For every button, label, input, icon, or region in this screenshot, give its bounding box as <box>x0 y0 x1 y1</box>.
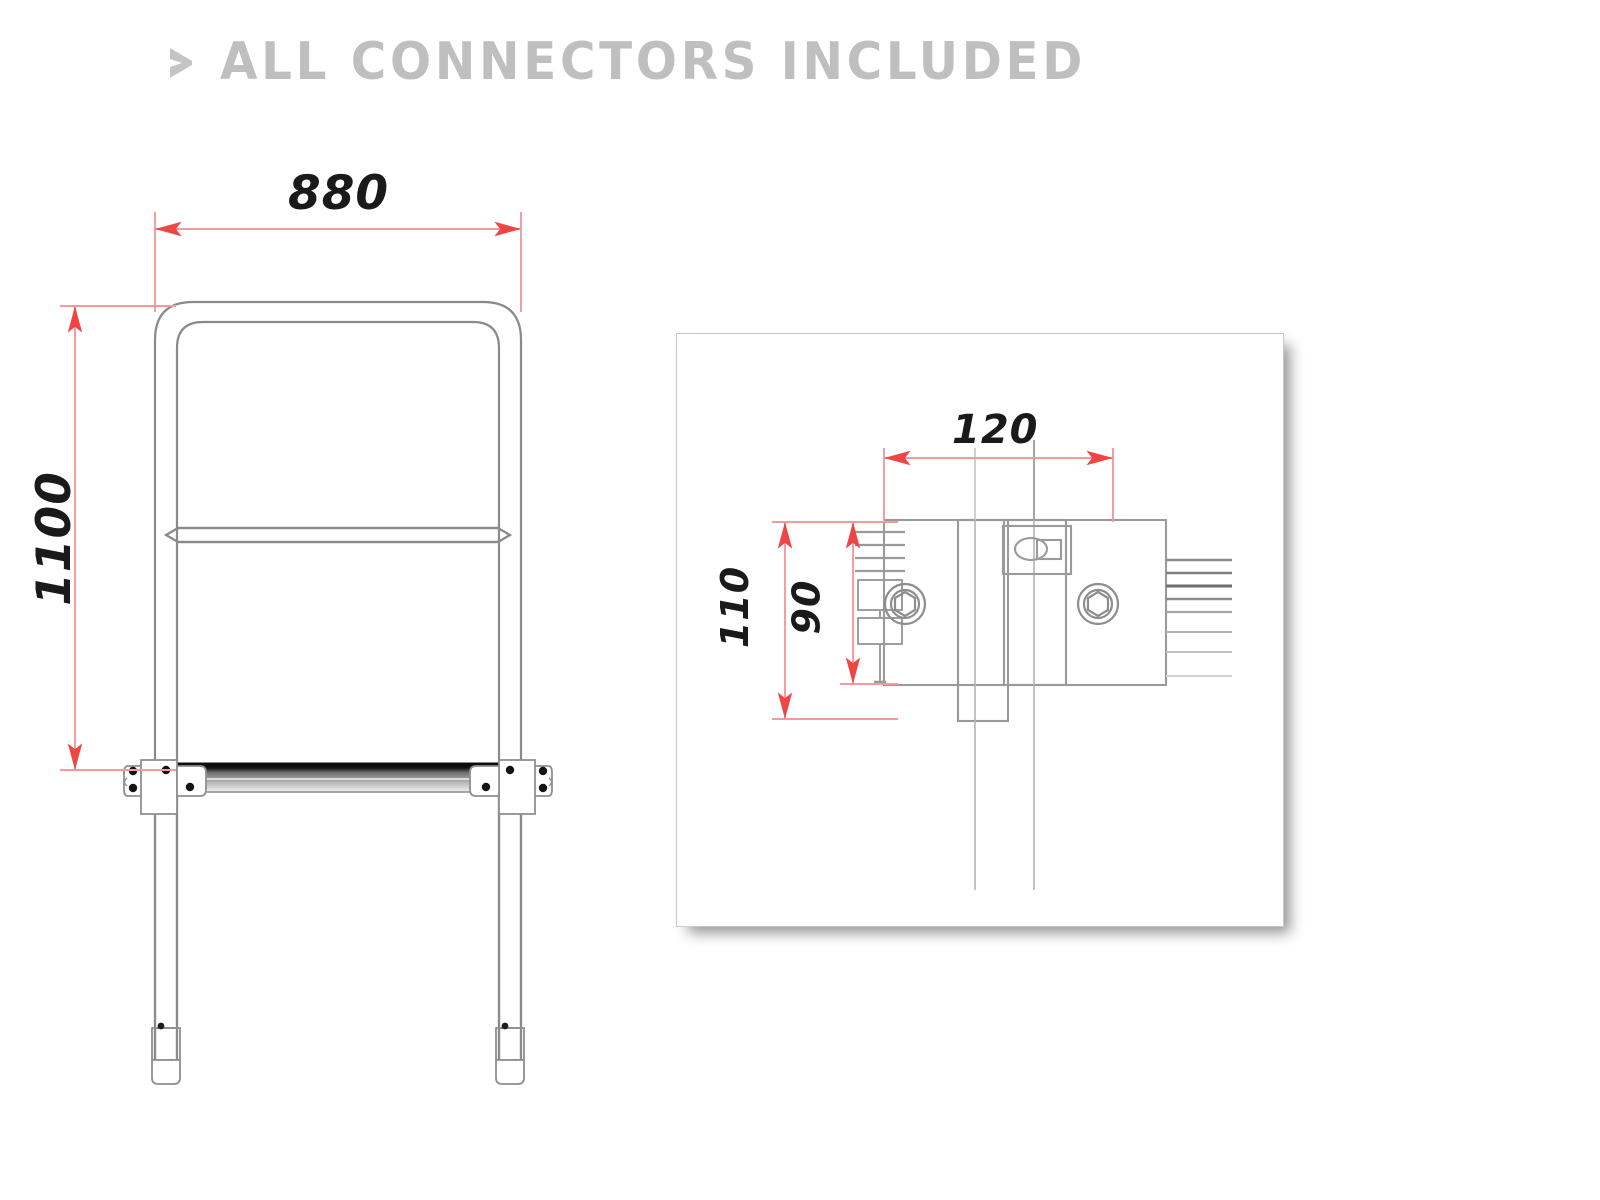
left-clamp-bolt-4 <box>185 782 195 792</box>
top-arch-tube-inner <box>175 320 501 1060</box>
left-clamp-edge-detail <box>123 777 128 787</box>
left-clamp-bolt-3 <box>161 765 171 775</box>
dimension-label-90: 90 <box>784 579 829 635</box>
right-clamp-bolt-3 <box>505 765 515 775</box>
left-clamp-body-right <box>176 765 207 797</box>
right-clamp-bolt-4 <box>481 782 491 792</box>
dimension-label-110: 110 <box>713 565 758 649</box>
top-arch-tube-outer <box>153 300 523 1070</box>
right-clamp-edge-detail <box>548 777 553 787</box>
right-clamp-plate <box>498 759 536 815</box>
dimension-label-1100: 1100 <box>26 471 82 606</box>
left-clamp-plate <box>140 759 178 815</box>
chevron-right-icon <box>168 42 194 82</box>
dimension-880 <box>60 212 522 312</box>
right-clamp-body <box>499 765 553 797</box>
right-foot-cap <box>495 1022 525 1085</box>
page-header: ALL CONNECTORS INCLUDED <box>168 36 1151 88</box>
right-clamp-bolt-2 <box>538 783 548 793</box>
left-clamp-bolt-1 <box>128 766 138 776</box>
right-clamp-bolt-1 <box>538 766 548 776</box>
dimension-label-120: 120 <box>952 407 1039 453</box>
bottom-crossbar-tube <box>172 764 502 792</box>
right-clamp-body-left <box>469 765 500 797</box>
left-clamp-bolt-2 <box>128 783 138 793</box>
page-title: ALL CONNECTORS INCLUDED <box>220 32 1087 92</box>
left-clamp-body <box>123 765 177 797</box>
dimension-label-880: 880 <box>288 166 390 221</box>
right-connector-clamp <box>469 759 553 815</box>
left-connector-clamp <box>123 759 207 815</box>
mid-crossbar-tube <box>163 526 513 544</box>
bottom-crossbar-assembly <box>172 762 502 793</box>
left-foot-cap <box>151 1022 181 1085</box>
main-frame-geometry <box>153 300 523 1070</box>
